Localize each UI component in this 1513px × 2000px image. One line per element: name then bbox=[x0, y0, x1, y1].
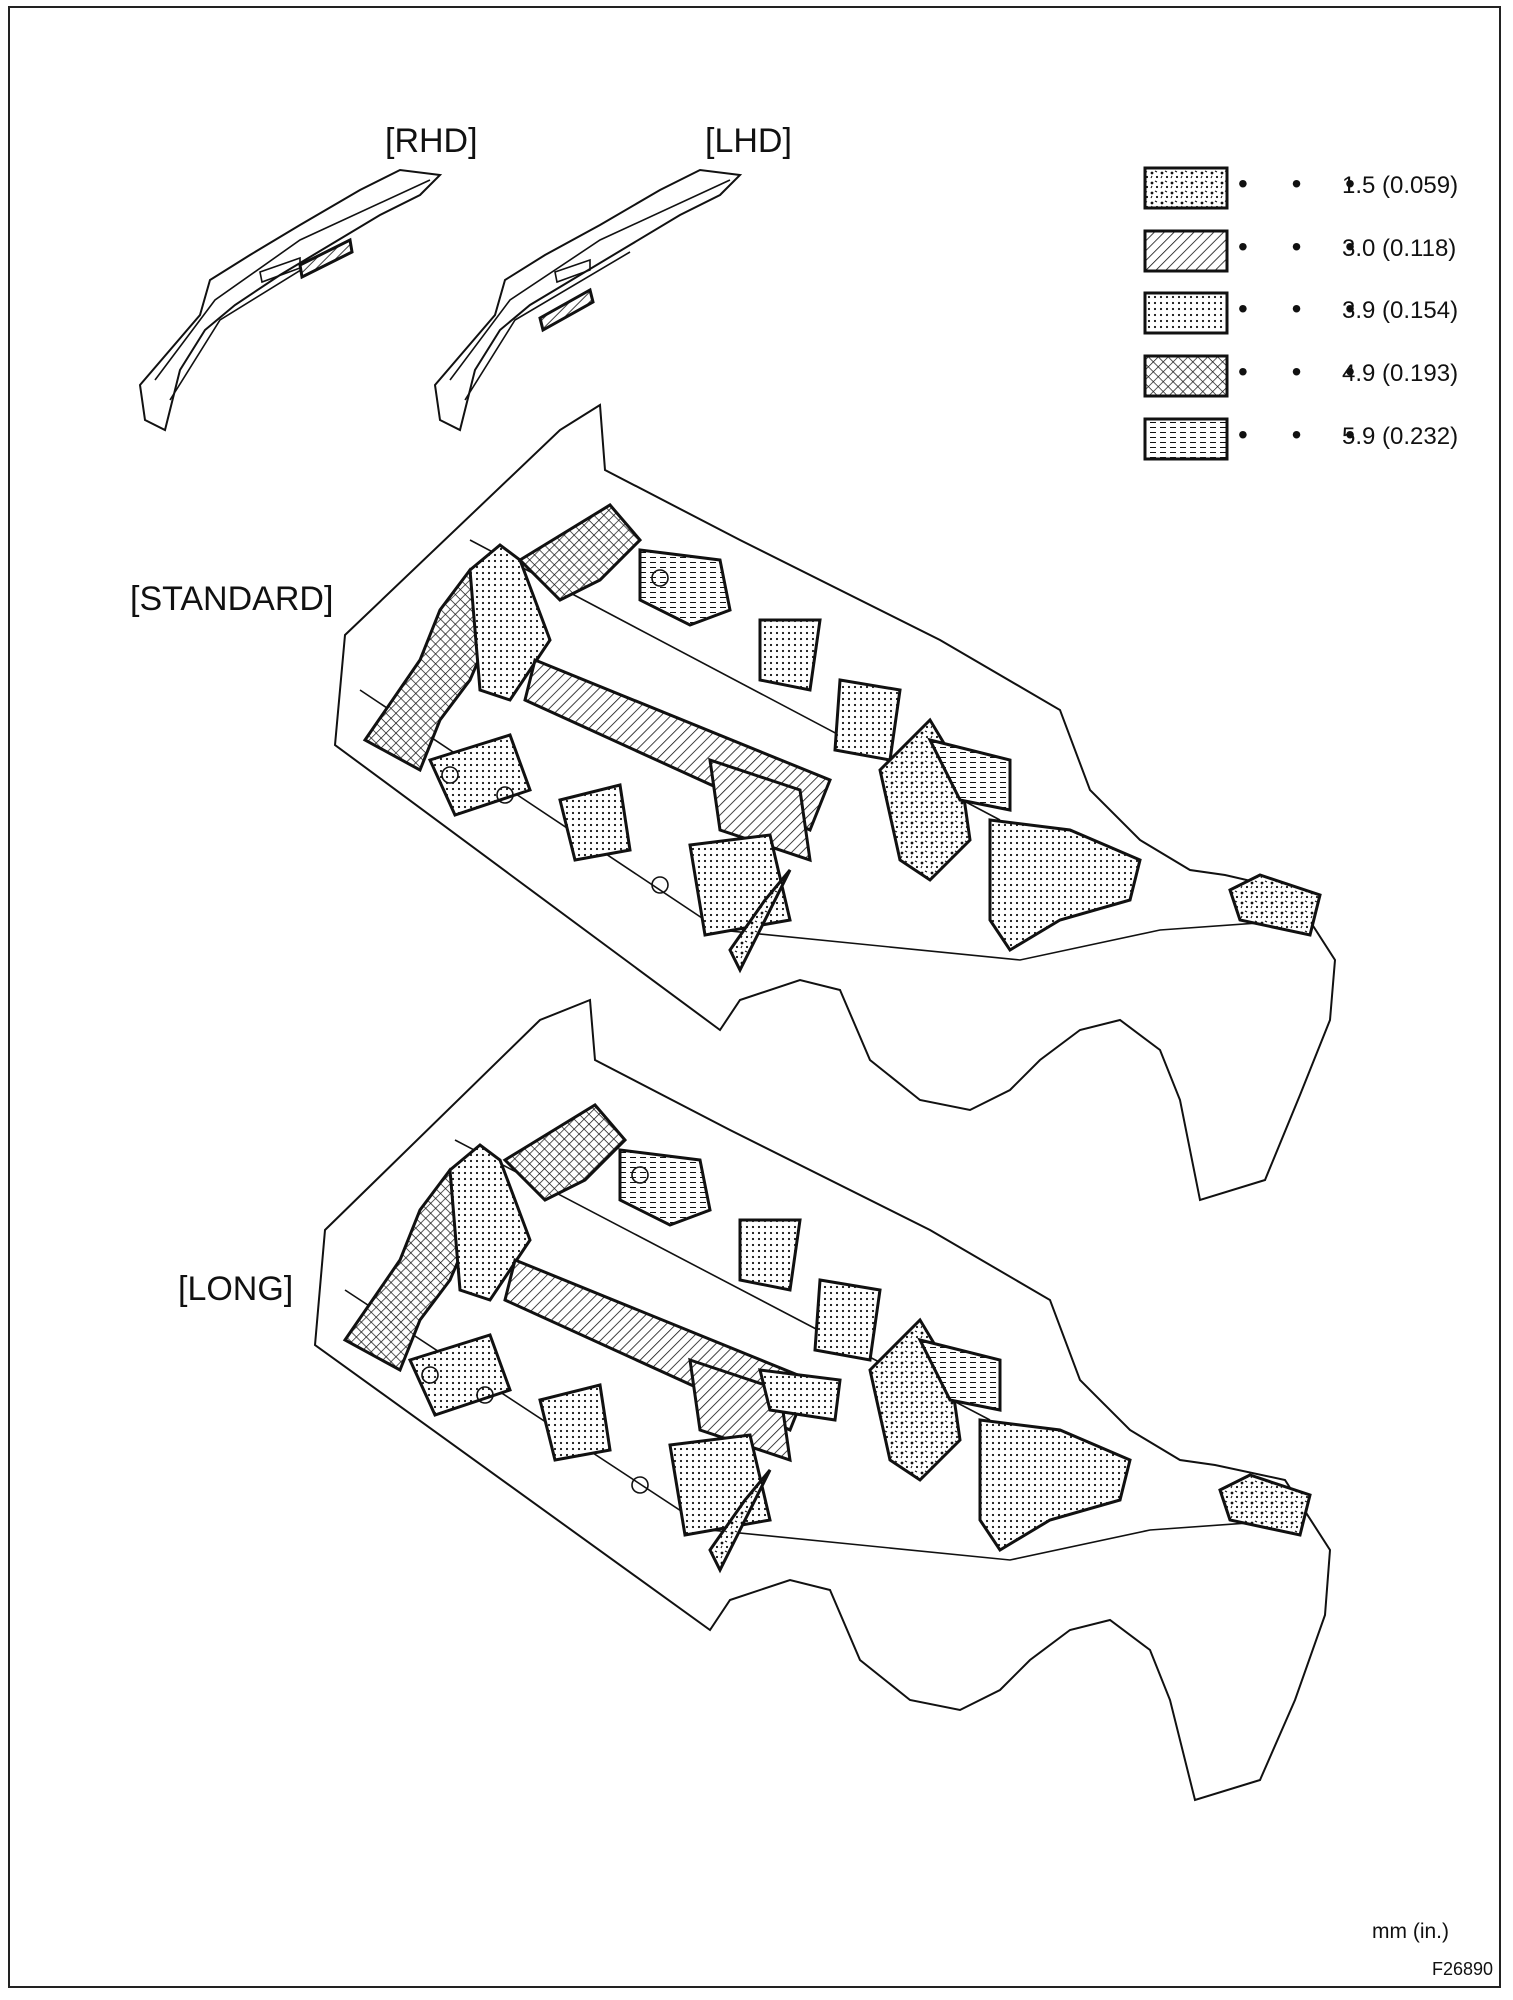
legend-dots-5: • • • bbox=[1238, 419, 1373, 450]
legend-value-2: 3.0 (0.118) bbox=[1342, 235, 1457, 262]
legend-dots-2: • • • bbox=[1238, 231, 1373, 262]
legend-swatch-dots bbox=[1143, 291, 1229, 335]
figure-id: F26890 bbox=[1432, 1959, 1494, 1979]
diagram-frame bbox=[8, 6, 1501, 1988]
standard-floor-assembly bbox=[333, 403, 1337, 1202]
unit-label: mm (in.) bbox=[1372, 1920, 1449, 1943]
long-floor-assembly bbox=[313, 998, 1332, 1802]
legend-swatch-hatch bbox=[1143, 229, 1229, 273]
legend-value-4: 4.9 (0.193) bbox=[1342, 360, 1459, 387]
legend-swatch-speckle bbox=[1143, 166, 1229, 210]
legend-swatch-crosshatch bbox=[1143, 354, 1229, 398]
lhd-cross-member bbox=[433, 168, 743, 432]
standard-label: [STANDARD] bbox=[130, 580, 334, 618]
legend-dots-3: • • • bbox=[1238, 293, 1373, 324]
rhd-cross-member bbox=[138, 168, 443, 432]
lhd-label: [LHD] bbox=[705, 122, 792, 160]
legend-dots-1: • • • bbox=[1238, 168, 1373, 199]
rhd-label: [RHD] bbox=[385, 122, 478, 160]
legend-dots-4: • • • bbox=[1238, 356, 1373, 387]
legend-value-3: 3.9 (0.154) bbox=[1342, 297, 1459, 324]
legend-swatch-dash bbox=[1143, 417, 1229, 461]
legend-value-1: 1.5 (0.059) bbox=[1342, 172, 1459, 199]
long-label: [LONG] bbox=[178, 1270, 294, 1308]
legend-value-5: 5.9 (0.232) bbox=[1342, 423, 1459, 450]
legend-swatches bbox=[1143, 166, 1229, 461]
